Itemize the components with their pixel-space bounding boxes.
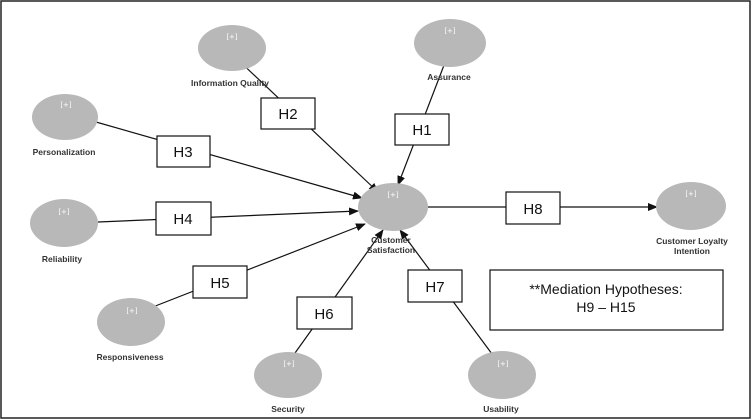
label-responsiveness: Responsiveness (96, 352, 163, 362)
hypothesis-label-h7: H7 (425, 279, 444, 296)
construct-circle (358, 183, 428, 231)
hypothesis-label-h4: H4 (173, 211, 192, 228)
edge-security-to-satisfaction (289, 229, 384, 361)
path-edges (95, 57, 658, 361)
expand-marker: [+] (283, 360, 295, 368)
edge-personalization-to-satisfaction (95, 121, 363, 200)
label-customer-loyalty-intention-line2: Intention (674, 246, 710, 256)
expand-marker: [+] (497, 360, 509, 368)
construct-circle (254, 352, 322, 398)
construct-circle (656, 182, 726, 230)
node-information-quality: [+] Information Quality (191, 25, 269, 88)
node-responsiveness: [+] Responsiveness (96, 298, 165, 362)
mediation-note-line1: **Mediation Hypotheses: (529, 281, 682, 297)
hypothesis-box-h6: H6 (296, 296, 353, 330)
node-usability: [+] Usability (468, 351, 536, 414)
node-customer-satisfaction: [+] Customer Satisfaction (358, 183, 428, 255)
node-customer-loyalty-intention: [+] Customer Loyalty Intention (656, 182, 728, 256)
node-assurance: [+] Assurance (414, 19, 486, 82)
expand-marker: [+] (387, 191, 399, 199)
label-customer-satisfaction-line2: Satisfaction (367, 245, 415, 255)
hypothesis-label-h5: H5 (210, 275, 229, 292)
label-assurance: Assurance (427, 72, 471, 82)
construct-circle (468, 351, 536, 399)
expand-marker: [+] (226, 33, 238, 41)
hypothesis-box-h3: H3 (156, 135, 211, 168)
label-customer-satisfaction-line1: Customer (371, 235, 411, 245)
hypothesis-box-h7: H7 (407, 269, 463, 303)
expand-marker: [+] (444, 27, 456, 35)
hypothesis-box-h4: H4 (155, 201, 212, 236)
construct-circle (32, 94, 98, 140)
hypothesis-box-h5: H5 (192, 265, 248, 299)
hypothesis-label-h8: H8 (523, 201, 542, 218)
hypothesis-box-h2: H2 (260, 97, 316, 130)
hypothesis-box-h8: H8 (505, 191, 561, 225)
construct-circle (97, 298, 165, 346)
hypothesis-box-h1: H1 (394, 113, 450, 146)
label-customer-loyalty-intention-line1: Customer Loyalty (656, 236, 728, 246)
expand-marker: [+] (60, 101, 72, 109)
hypothesis-label-h1: H1 (412, 122, 431, 139)
label-reliability: Reliability (42, 254, 82, 264)
node-personalization: [+] Personalization (32, 94, 98, 157)
edge-responsiveness-to-satisfaction (139, 223, 366, 313)
expand-marker: [+] (58, 208, 70, 216)
hypothesis-label-h3: H3 (173, 144, 192, 161)
label-usability: Usability (483, 404, 519, 414)
mediation-note-line2: H9 – H15 (576, 299, 635, 315)
expand-marker: [+] (126, 307, 138, 315)
construct-circle (30, 199, 98, 247)
label-personalization: Personalization (33, 147, 96, 157)
node-reliability: [+] Reliability (30, 199, 98, 264)
construct-circle (198, 25, 266, 71)
edge-reliability-to-satisfaction (97, 207, 359, 223)
hypothesis-label-h2: H2 (278, 106, 297, 123)
mediation-note-box: **Mediation Hypotheses: H9 – H15 (489, 269, 724, 331)
label-information-quality: Information Quality (191, 78, 269, 88)
construct-circle (414, 19, 486, 67)
hypothesis-label-h6: H6 (314, 306, 333, 323)
expand-marker: [+] (685, 190, 697, 198)
label-security: Security (271, 404, 305, 414)
node-security: [+] Security (254, 352, 322, 414)
